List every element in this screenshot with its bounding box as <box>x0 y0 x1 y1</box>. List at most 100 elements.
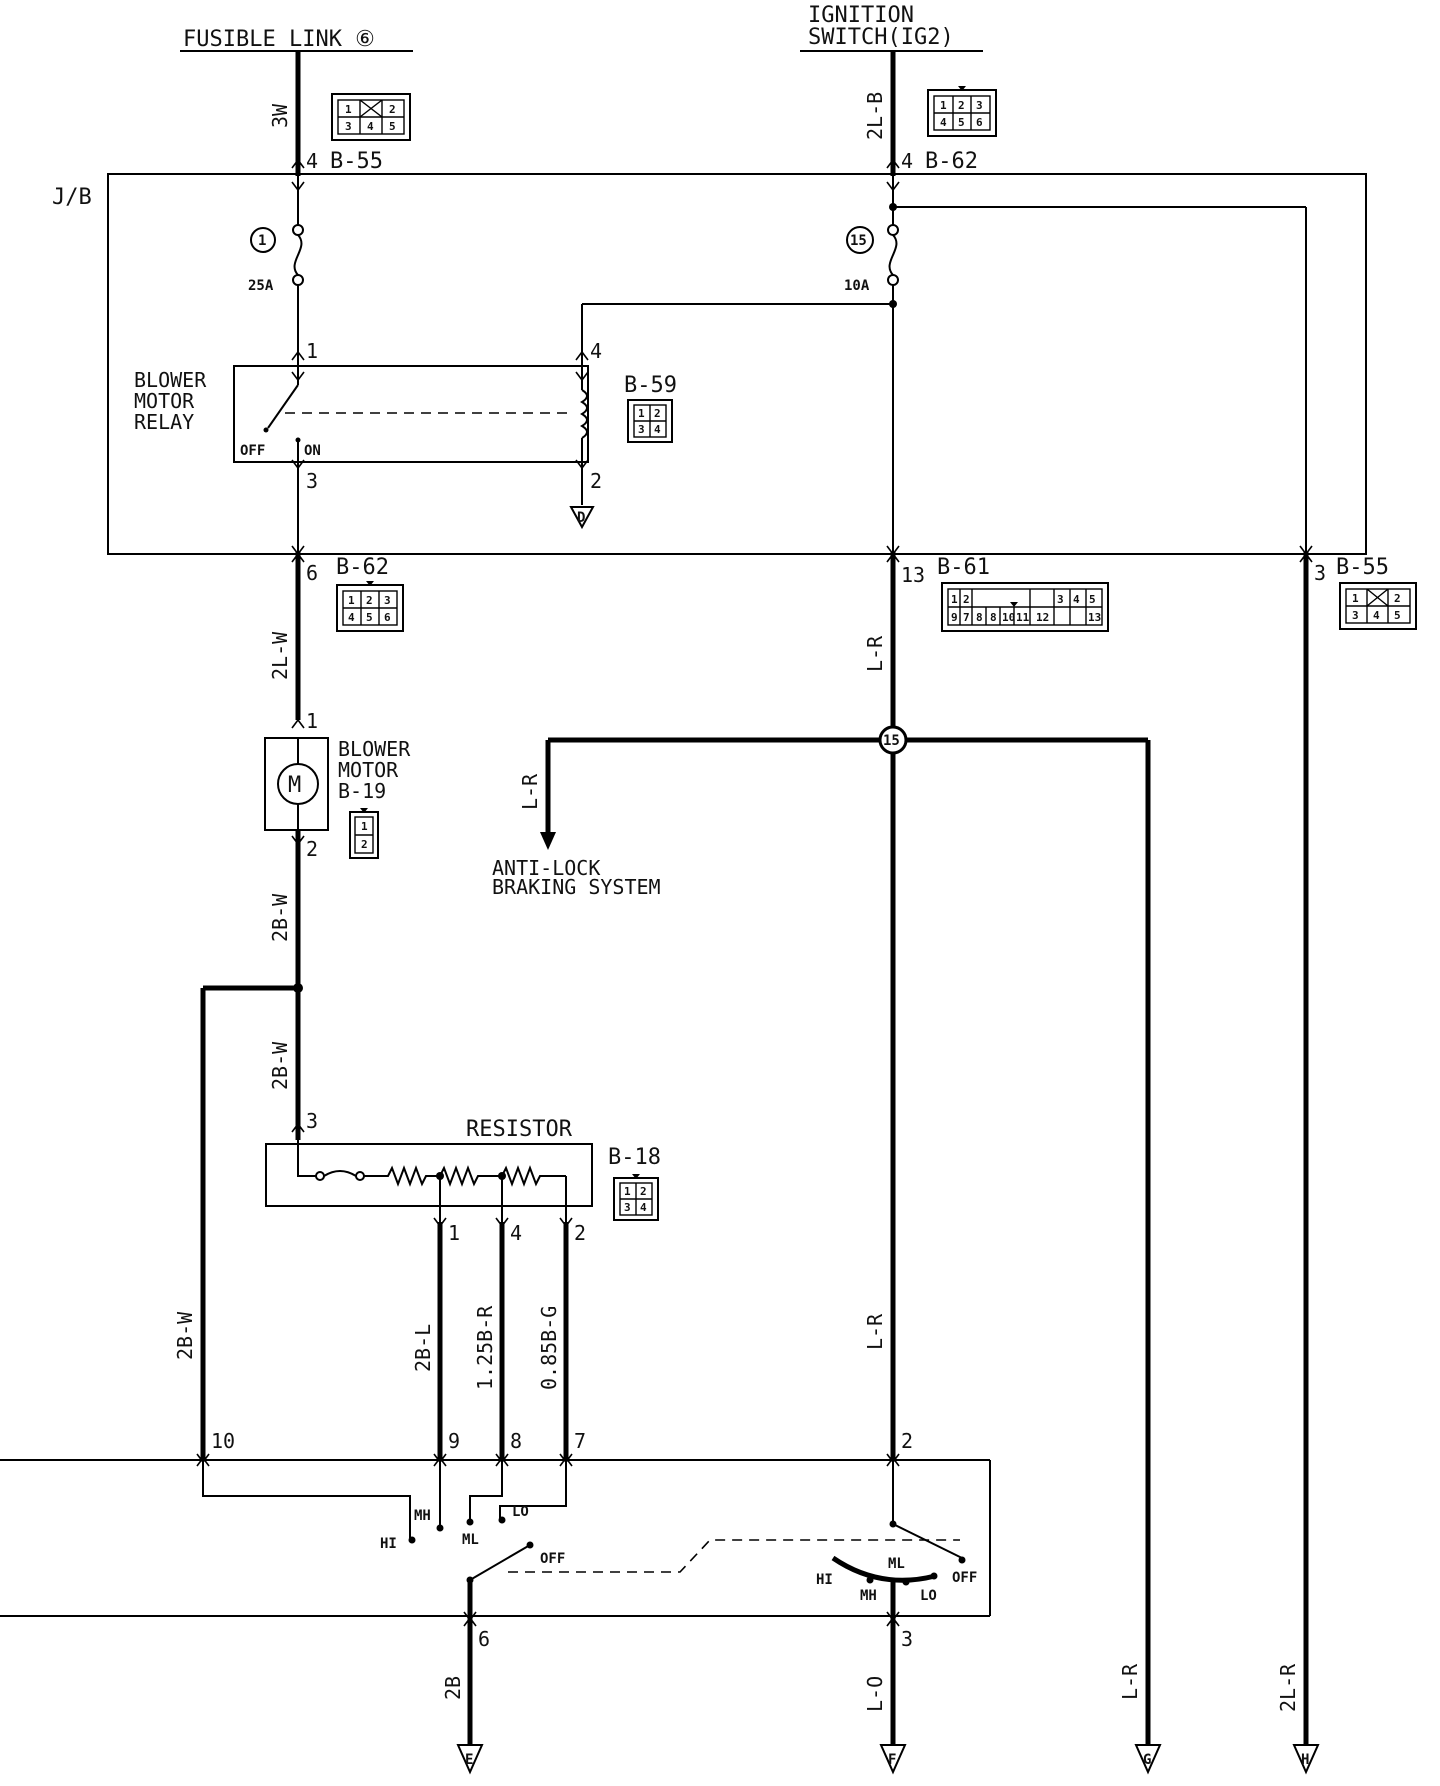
b55-right-cell-3: 3 <box>1352 609 1359 622</box>
switch-hi-contact <box>408 1536 416 1544</box>
b61-cell-11: 11 <box>1016 611 1030 624</box>
b55-right-cell-1: 1 <box>1352 592 1359 605</box>
relay-off-label: OFF <box>240 443 265 459</box>
switch-left-lo: LO <box>512 1504 529 1520</box>
switch-right-bar <box>831 1555 936 1583</box>
wire-label-2bl: 2B-L <box>411 1324 435 1372</box>
b61-cell-9: 9 <box>951 611 958 624</box>
b62-top-cell-4: 4 <box>940 116 947 129</box>
fuse-15-element <box>888 234 898 276</box>
wire-label-lr-g: L-R <box>1118 1663 1142 1700</box>
b19-cell-1: 1 <box>361 820 368 833</box>
b61-cell-2: 2 <box>963 593 970 606</box>
splice-15 <box>878 725 908 755</box>
pin-b62-6: 6 <box>306 561 318 585</box>
switch-right-hi: HI <box>816 1572 833 1588</box>
b62-mid-cell-1: 1 <box>348 594 355 607</box>
b18-cell-4: 4 <box>640 1201 647 1214</box>
fuse-15-top <box>887 224 899 236</box>
resistor-elements <box>364 1165 566 1187</box>
b61-cell-5: 5 <box>1089 593 1096 606</box>
b61-cell-7: 7 <box>963 611 970 624</box>
b18-cell-2: 2 <box>640 1185 647 1198</box>
fuse-1-bottom <box>292 274 304 286</box>
pin-relay-3: 3 <box>306 469 318 493</box>
fuse-1-amps: 25A <box>248 278 274 294</box>
switch-ml-contact <box>466 1518 474 1526</box>
terminal-h-label: H <box>1301 1752 1309 1768</box>
fuse-1-top <box>292 224 304 236</box>
wire-label-2lw: 2L-W <box>268 631 292 680</box>
pin-resistor-3: 3 <box>306 1109 318 1133</box>
switch-left-off: OFF <box>540 1551 565 1567</box>
switch-right-lo-contact <box>902 1578 910 1586</box>
b55-top-cell-2: 2 <box>389 103 396 116</box>
connector-b61-face <box>941 582 1109 632</box>
connector-b55-top-face <box>331 93 411 141</box>
wire-label-125br: 1.25B-R <box>473 1305 497 1390</box>
fuse-1-number: 1 <box>258 233 266 249</box>
b55-top-cell-1: 1 <box>345 103 352 116</box>
pin-switch-10: 10 <box>211 1429 235 1453</box>
b55-right-cell-4: 4 <box>1373 609 1380 622</box>
terminal-g-symbol <box>1134 1744 1162 1775</box>
wire-label-lr-abs: L-R <box>518 773 542 810</box>
wire-label-2b: 2B <box>441 1676 465 1700</box>
fuse-15-number: 15 <box>850 233 867 249</box>
connector-b62-mid-face <box>336 581 404 632</box>
resistor-lead-in <box>297 1140 316 1177</box>
b62-mid-cell-4: 4 <box>348 611 355 624</box>
pin-switch-9: 9 <box>448 1429 460 1453</box>
switch-right-ml-contact <box>930 1572 938 1580</box>
pin-switch-8: 8 <box>510 1429 522 1453</box>
b62-mid-cell-2: 2 <box>366 594 373 607</box>
fuse-15-bottom <box>887 274 899 286</box>
connector-b62-top: B-62 <box>925 149 978 174</box>
b61-cell-8a: 8 <box>976 611 983 624</box>
b59-cell-4: 4 <box>654 423 661 436</box>
connector-b19-face <box>349 808 379 859</box>
fusible-link-label: FUSIBLE LINK ⑥ <box>183 27 375 52</box>
connector-b59-face <box>627 399 673 443</box>
connector-b61: B-61 <box>937 555 990 580</box>
b61-cell-13: 13 <box>1088 611 1101 624</box>
b62-top-cell-6: 6 <box>976 116 983 129</box>
b61-cell-4: 4 <box>1073 593 1080 606</box>
blower-motor-label-2: MOTOR <box>338 758 399 782</box>
wire-label-2bw-b: 2B-W <box>268 1041 292 1090</box>
wire-label-2lr: 2L-R <box>1276 1663 1300 1712</box>
pin-relay-1: 1 <box>306 339 318 363</box>
b59-cell-1: 1 <box>638 407 645 420</box>
pin-motor-2: 2 <box>306 837 318 861</box>
pin-relay-2: 2 <box>590 469 602 493</box>
wire-label-2lb: 2L-B <box>863 92 887 140</box>
fuse-15-badge <box>846 226 874 254</box>
ground-d-label: D <box>577 510 585 526</box>
connector-b55-top: B-55 <box>330 149 383 174</box>
switch-lo-contact <box>498 1516 506 1524</box>
switch-right-mh-contact <box>866 1576 874 1584</box>
fuse-1-element <box>293 234 303 276</box>
ground-d-symbol <box>569 506 595 530</box>
pin-arrows <box>196 158 1313 1627</box>
resistor-thermal-fuse-b <box>355 1171 365 1181</box>
b55-right-cell-5: 5 <box>1394 609 1401 622</box>
pin-b55-4: 4 <box>306 149 318 173</box>
terminal-e-label: E <box>465 1752 473 1768</box>
b59-cell-3: 3 <box>638 423 645 436</box>
connector-b18: B-18 <box>608 1145 661 1170</box>
relay-coil <box>580 389 588 439</box>
blower-motor-relay-box <box>233 365 589 463</box>
wire-label-2bw-c: 2B-W <box>173 1311 197 1360</box>
switch-right-lo: LO <box>920 1588 937 1604</box>
connector-b62-top-face <box>927 86 997 137</box>
pin-b62-4: 4 <box>901 149 913 173</box>
b62-top-cell-2: 2 <box>958 99 965 112</box>
pin-resistor-4: 4 <box>510 1221 522 1245</box>
relay-label-2: MOTOR <box>134 389 195 413</box>
connector-b18-face <box>613 1174 659 1221</box>
b61-cell-3: 3 <box>1057 593 1064 606</box>
switch-linkage <box>508 1539 960 1573</box>
b62-mid-cell-5: 5 <box>366 611 373 624</box>
jb-label: J/B <box>52 185 92 210</box>
